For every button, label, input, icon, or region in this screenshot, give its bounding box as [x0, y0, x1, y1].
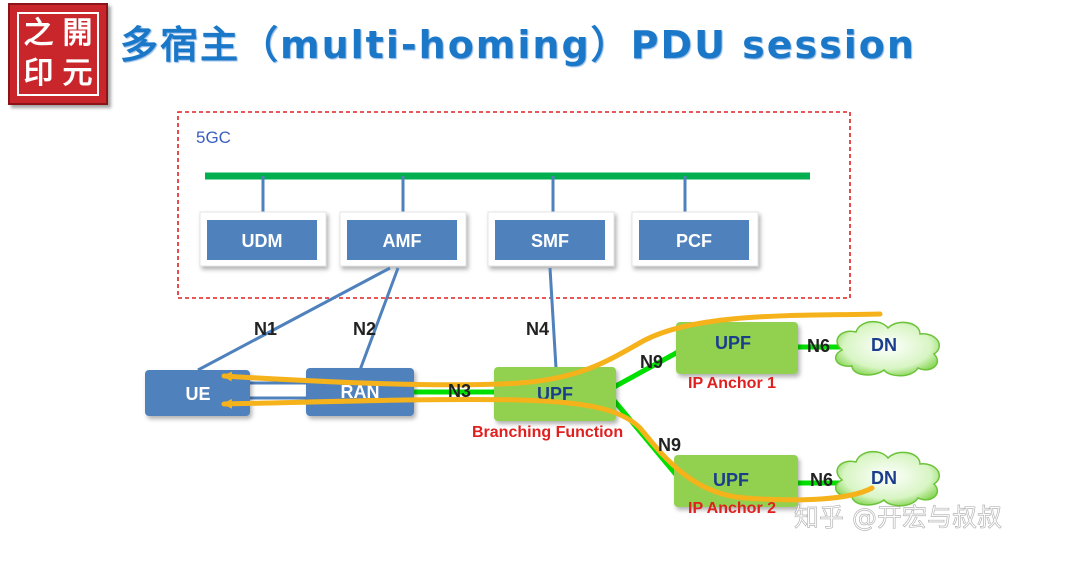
- n1-label: N1: [254, 319, 277, 339]
- n4-link: [548, 267, 558, 369]
- logo-seal: 之 開 印 元: [17, 12, 99, 96]
- n6-bottom-label: N6: [810, 470, 833, 490]
- n2-label: N2: [353, 319, 376, 339]
- smf-label: SMF: [531, 231, 569, 251]
- anchor2-caption: IP Anchor 2: [688, 500, 776, 517]
- dn1-label: DN: [871, 335, 897, 355]
- core-network-boundary: [177, 111, 851, 299]
- ue-label: UE: [185, 384, 210, 404]
- n2-link: [358, 267, 400, 371]
- smf-node: [487, 211, 615, 267]
- anchor2-upf-label: UPF: [713, 470, 749, 490]
- udm-node: [199, 211, 327, 267]
- n4-label: N4: [526, 319, 549, 339]
- anchor1-upf-label: UPF: [715, 333, 751, 353]
- anchor1-caption: IP Anchor 1: [688, 375, 776, 392]
- amf-node: [339, 211, 467, 267]
- n3-label: N3: [448, 381, 471, 401]
- anchor1-upf-node: [676, 322, 798, 374]
- n9-top-link: [612, 349, 680, 390]
- logo-char-3: 印: [23, 56, 54, 91]
- watermark: 知乎 @开宏与叔叔: [794, 503, 1002, 532]
- ran-label: RAN: [341, 382, 380, 402]
- pcf-label: PCF: [676, 231, 712, 251]
- logo-char-1: 之: [23, 16, 54, 51]
- n9-top-label: N9: [640, 352, 663, 372]
- amf-label: AMF: [383, 231, 422, 251]
- n1-link: [197, 266, 391, 372]
- logo: 之 開 印 元: [8, 3, 108, 105]
- logo-char-2: 開: [62, 16, 93, 51]
- dn2-label: DN: [871, 468, 897, 488]
- flow-arrow-anchor2: [221, 396, 875, 503]
- pcf-node: [631, 211, 759, 267]
- logo-char-4: 元: [62, 56, 93, 91]
- flow-arrow-anchor1: [221, 311, 883, 388]
- page-title: 多宿主（multi-homing）PDU session: [120, 23, 916, 67]
- dn1-cloud: [834, 320, 940, 377]
- n9-bottom-label: N9: [658, 435, 681, 455]
- udm-label: UDM: [242, 231, 283, 251]
- core-network-label: 5GC: [196, 128, 231, 147]
- anchor2-upf-node: [674, 455, 798, 507]
- branching-function-caption: Branching Function: [472, 424, 623, 441]
- n6-top-label: N6: [807, 336, 830, 356]
